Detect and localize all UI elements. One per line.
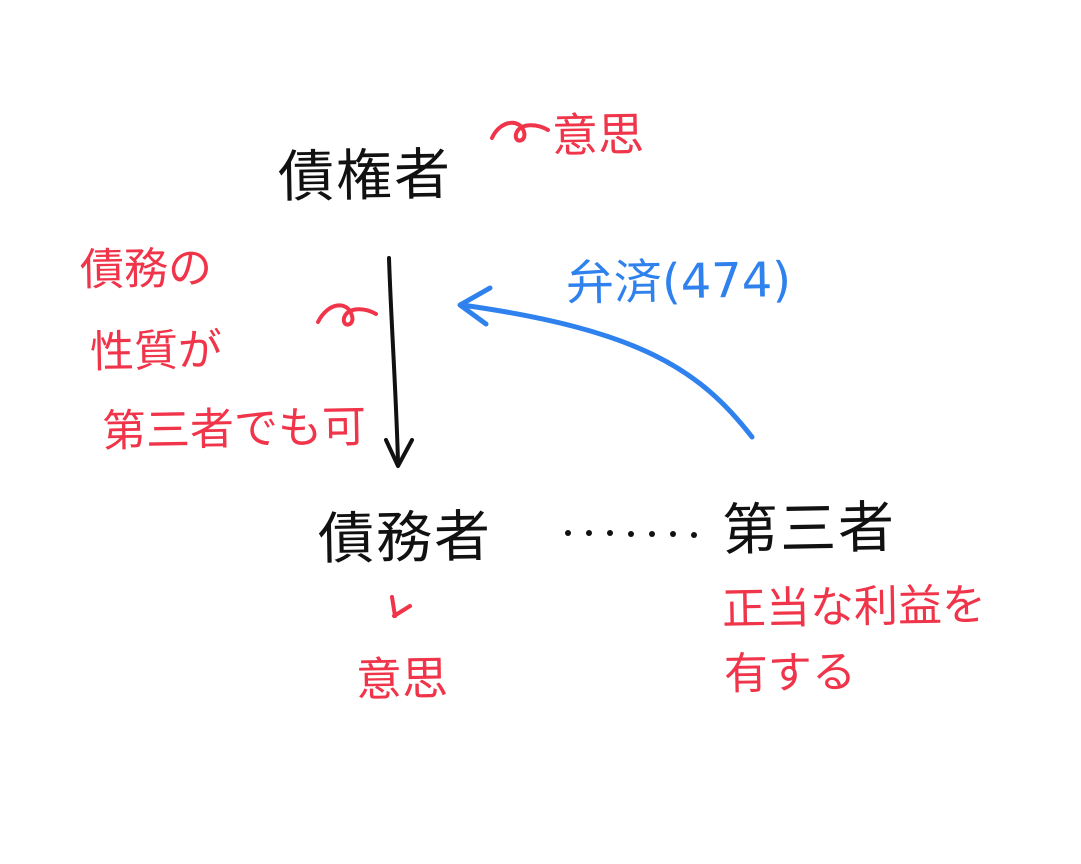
creditor-will-squiggle [490, 121, 550, 143]
debtor-third-party-dotted-line [565, 530, 697, 538]
creditor-to-debtor-arrow [384, 256, 414, 468]
legit-interest-note-line: 正当な利益を [721, 579, 987, 636]
debtor-will-note: 意思 [355, 651, 449, 707]
creditor-label: 債権者 [277, 142, 453, 211]
payment-label: 弁済(474) [565, 252, 792, 312]
debtor-label: 債務者 [317, 504, 493, 573]
legit-interest-note-line: 有する [723, 646, 857, 701]
nature-squiggle [316, 303, 378, 327]
nature-note-line: 性質が [89, 324, 223, 379]
nature-note-line: 債務の [79, 242, 213, 297]
debtor-will-connector [390, 595, 412, 618]
third-party-label: 第三者 [721, 495, 897, 564]
payment-arrow [457, 285, 755, 440]
nature-note-line: 第三者でも可 [101, 401, 367, 458]
creditor-will-note: 意思 [551, 107, 645, 163]
